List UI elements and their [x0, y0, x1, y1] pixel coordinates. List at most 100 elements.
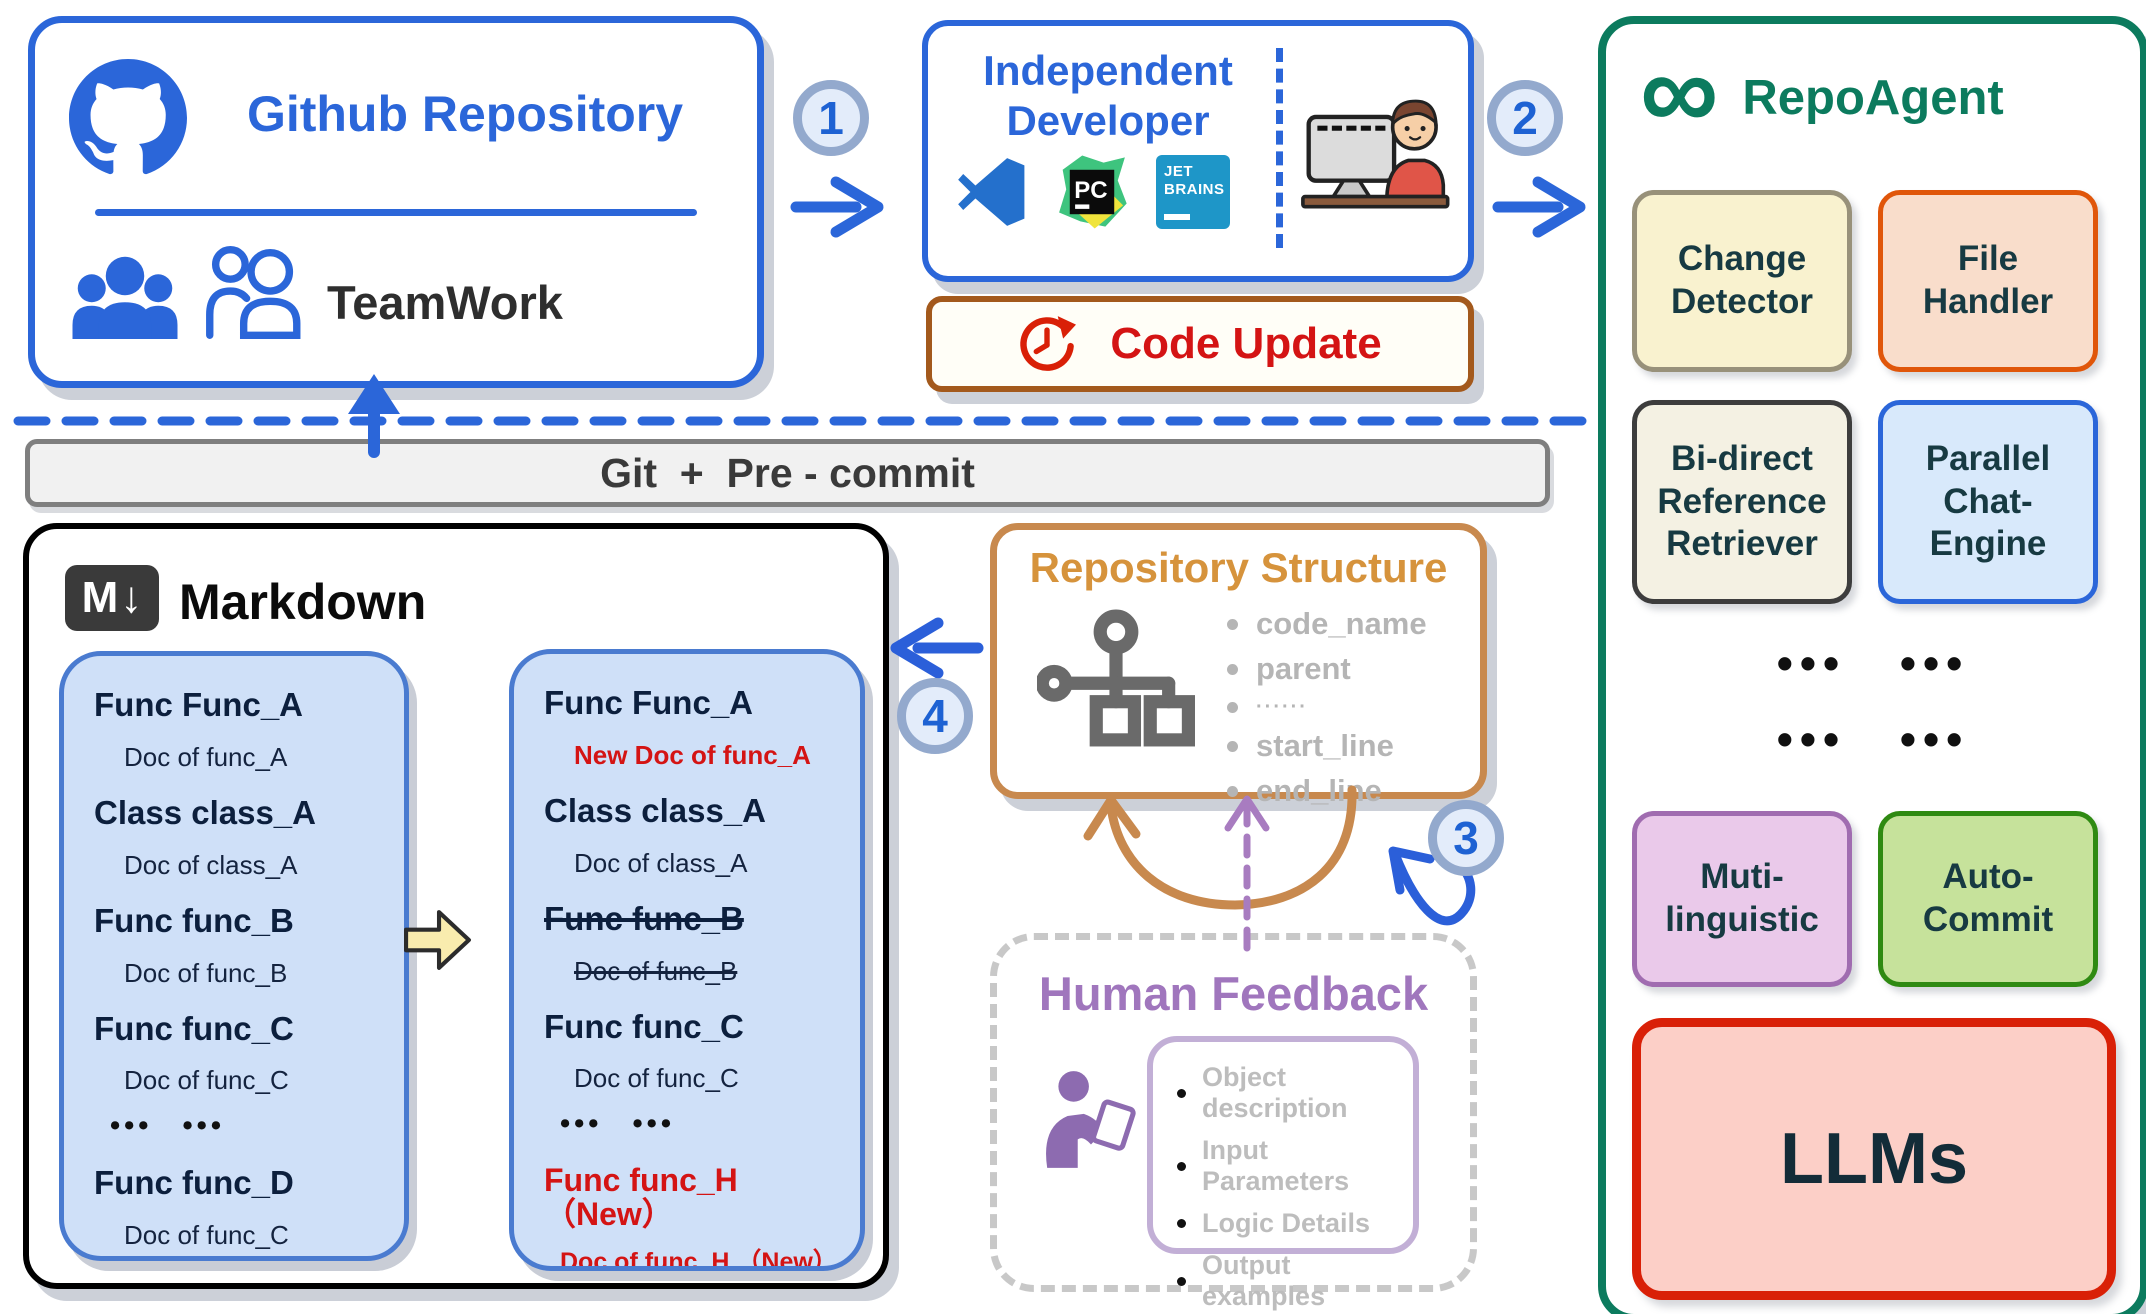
doc-line: New Doc of func_A — [574, 739, 811, 770]
doc-line: Func func_H （New） — [544, 1162, 738, 1232]
feedback-bullet-icon — [1177, 1088, 1186, 1098]
doc-before-card: Func Func_A Doc of func_A Class class_A Doc… — [59, 651, 409, 1261]
step-badge-3: 3 — [1428, 800, 1504, 876]
markdown-icon: M↓ — [65, 565, 159, 631]
flow-arrow-2 — [1492, 176, 1586, 238]
feedback-item: Output examples — [1177, 1250, 1413, 1312]
llms-label: LLMs — [1780, 1119, 1968, 1199]
field-bullet-icon — [1227, 740, 1238, 752]
repoagent-module: File Handler — [1878, 190, 2098, 372]
field-bullet-icon — [1227, 663, 1238, 675]
feedback-dashed-arrow — [1224, 795, 1270, 952]
code-update-label: Code Update — [1110, 319, 1382, 368]
doc-line: Doc of func_B — [574, 955, 738, 986]
repoagent-module: Bi-direct Reference Retriever — [1632, 400, 1852, 604]
doc-line: Func Func_A — [544, 684, 754, 721]
repoagent-module-label: Change Detector — [1671, 239, 1813, 321]
code-update-box: Code Update — [926, 296, 1474, 392]
repoagent-dots-row: ••• ••• — [1776, 713, 1970, 765]
doc-line: Doc of class_A — [574, 847, 748, 878]
repository-structure-title: Repository Structure — [1029, 544, 1448, 591]
markdown-box: M↓ Markdown Func Func_A Doc of func_A Clas… — [23, 523, 889, 1289]
doc-line: Class class_A — [544, 791, 766, 829]
doc-line: Doc of func_C — [124, 1065, 289, 1096]
llms-box: LLMs — [1632, 1018, 2116, 1300]
doc-return-arrow — [890, 617, 984, 679]
doc-line: Doc of func_B — [124, 957, 288, 988]
repoagent-module-label: File Handler — [1922, 239, 2054, 321]
repoagent-module: Change Detector — [1632, 190, 1852, 372]
step-badge-4: 4 — [897, 678, 973, 754]
repo-field: start_line — [1227, 728, 1427, 764]
feedback-bullet-icon — [1177, 1161, 1186, 1171]
dev-dashed-divider — [1276, 48, 1283, 248]
github-repository-box: Github Repository TeamWork — [28, 16, 764, 388]
teamwork-label: TeamWork — [327, 276, 563, 329]
doc-line: Doc of func_A — [124, 741, 288, 772]
independent-developer-box: Independent Developer PC JET BRAINS — [922, 20, 1474, 282]
field-bullet-icon — [1227, 618, 1238, 630]
doc-line: Class class_A — [94, 793, 316, 831]
feedback-item-label: Logic Details — [1202, 1208, 1371, 1238]
doc-line: Func func_B — [544, 899, 744, 937]
jetbrains-icon: JET BRAINS — [1156, 155, 1230, 229]
doc-line: Func func_C — [94, 1009, 294, 1047]
doc-line: Func func_D — [94, 1164, 294, 1202]
feedback-item: Logic Details — [1177, 1208, 1413, 1239]
step-badge-2: 2 — [1487, 80, 1563, 156]
feedback-item: Object description — [1177, 1062, 1413, 1124]
doc-line: Func Func_A — [94, 686, 304, 723]
repoagent-module-label: Auto- Commit — [1922, 857, 2054, 939]
team-duo-icon — [206, 246, 301, 339]
feedback-bullet-icon — [1177, 1219, 1186, 1228]
github-repository-title: Github Repository — [246, 86, 684, 142]
repoagent-module-label: Parallel Chat- Engine — [1925, 438, 2051, 564]
repo-field-label: end_line — [1256, 773, 1382, 808]
repoagent-module: Auto- Commit — [1878, 811, 2098, 987]
feedback-item: Input Parameters — [1177, 1135, 1413, 1197]
repo-field-label: start_line — [1256, 728, 1394, 763]
repo-field-label: ······ — [1256, 696, 1308, 718]
doc-after-card: Func Func_A New Doc of func_A Class class_… — [509, 649, 865, 1271]
doc-line: Func func_B — [94, 901, 294, 939]
git-precommit-label: Git + Pre - commit — [600, 449, 975, 496]
ide-icons-row: PC JET BRAINS — [956, 152, 1276, 232]
repoagent-module-label: Bi-direct Reference Retriever — [1657, 438, 1827, 564]
person-writing-icon — [1046, 1071, 1136, 1168]
vscode-icon — [958, 158, 1025, 226]
feedback-item-label: Input Parameters — [1202, 1135, 1350, 1196]
repoagent-module: Muti- linguistic — [1632, 811, 1852, 987]
repo-field: end_line — [1227, 773, 1427, 809]
feedback-bullet-icon — [1177, 1276, 1186, 1286]
flow-arrow-1 — [790, 176, 884, 238]
doc-line: Doc of func_C — [574, 1063, 739, 1094]
doc-line: ••• ••• — [110, 1109, 225, 1142]
doc-line: Doc of func_C — [124, 1219, 289, 1250]
github-divider — [95, 209, 697, 216]
pycharm-icon: PC — [1059, 155, 1127, 229]
github-logo-icon — [69, 59, 187, 175]
code-update-icon — [1020, 316, 1077, 371]
repo-tree-icon — [1037, 609, 1195, 747]
team-group-icon — [72, 256, 178, 339]
developer-illustration — [1301, 99, 1450, 209]
markdown-title: Markdown — [179, 574, 427, 630]
feedback-item-label: Object description — [1202, 1062, 1348, 1123]
field-bullet-icon — [1227, 785, 1238, 797]
independent-developer-title: Independent Developer — [983, 47, 1233, 144]
doc-line: Doc of class_A — [124, 849, 298, 880]
repoagent-logo-icon: ∞ — [1640, 30, 1719, 153]
human-feedback-title: Human Feedback — [1038, 967, 1429, 1020]
feedback-item-label: Output examples — [1202, 1250, 1326, 1311]
repo-field: parent — [1227, 651, 1427, 687]
repoagent-title: RepoAgent — [1742, 71, 2004, 126]
field-bullet-icon — [1227, 702, 1238, 713]
svg-text:PC: PC — [1074, 177, 1107, 204]
repo-field: code_name — [1227, 606, 1427, 642]
repoagent-module: Parallel Chat- Engine — [1878, 400, 2098, 604]
